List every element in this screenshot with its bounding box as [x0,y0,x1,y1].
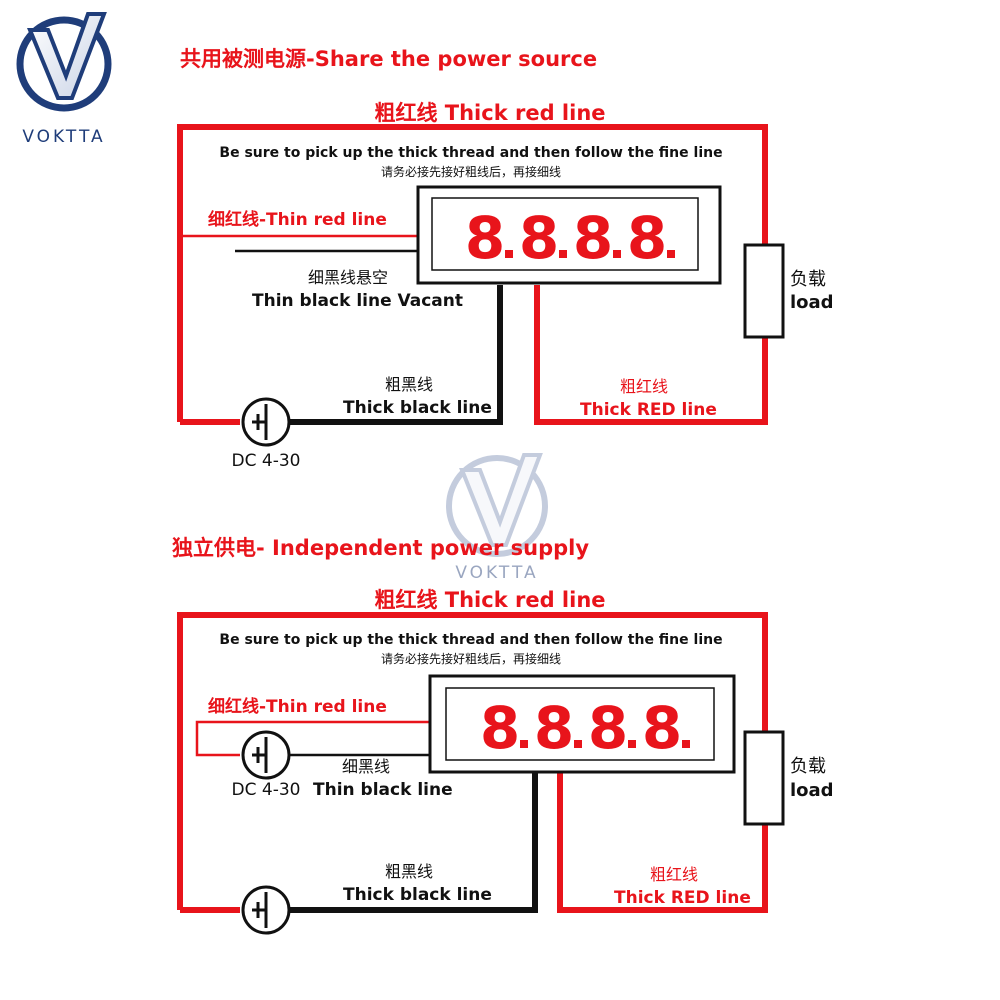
section1-thick-black-cn: 粗黑线 [385,375,433,394]
section2-thick-black-en: Thick black line [343,885,492,905]
section2-thick-black-wire [290,773,538,913]
section1-dc-label: DC 4-30 [232,451,301,471]
section1-title: 共用被测电源-Share the power source [180,47,597,71]
section1-thin-black-cn: 细黑线悬空 [308,268,388,287]
section2-instruction-en: Be sure to pick up the thick thread and … [219,632,722,648]
section2-thin-red-label: 细红线-Thin red line [208,696,387,717]
section1-load-en: load [790,292,834,313]
watermark-brand-name: VOKTTA [455,563,538,583]
section1-thick-black-en: Thick black line [343,398,492,418]
section1-digit-4: 8 [627,204,667,272]
section2-instruction-cn: 请务必接先接好粗线后，再接细线 [381,651,561,666]
voktta-watermark-icon [446,453,548,557]
section2-decimal-point-3 [628,740,636,748]
section1-digit-2: 8 [519,204,559,272]
section2-load-resistor [743,730,785,826]
section1-outer-thick-red-wire [177,124,768,422]
brand-name: VOKTTA [22,127,105,147]
section1-thick-black-wire [290,285,503,425]
section2-digit-4: 8 [642,694,682,762]
section2-thick-red-top-label: 粗红线 Thick red line [374,588,605,612]
section2-decimal-point-2 [574,740,582,748]
section2-dc-source-lower-icon [241,885,291,935]
section2-outer-thick-red-wire [177,612,768,910]
section1-instruction-en: Be sure to pick up the thick thread and … [219,145,722,161]
section1-load-cn: 负载 [790,269,826,290]
section1-digit-1: 8 [465,204,505,272]
section1-digit-3: 8 [573,204,613,272]
section2-load-cn: 负载 [790,756,826,777]
section1-dc-source-icon [241,397,291,447]
section2-dc-label: DC 4-30 [232,780,301,800]
section1-decimal-point-4 [667,250,675,258]
section1-thin-black-en: Thin black line Vacant [252,291,463,311]
section1-thin-red-label: 细红线-Thin red line [208,209,387,230]
section1-decimal-point-1 [505,250,513,258]
section2-thin-black-en: Thin black line [313,780,453,800]
section2-digit-3: 8 [588,694,628,762]
section1-decimal-point-3 [613,250,621,258]
section2-thick-black-cn: 粗黑线 [385,862,433,881]
section2-thick-red-cn: 粗红线 [650,865,698,884]
section2-thin-red-wire [195,720,430,757]
section2-digit-2: 8 [534,694,574,762]
voktta-v-logo-icon [16,12,112,112]
section1-instruction-cn: 请务必接先接好粗线后，再接细线 [381,164,561,179]
section1-thick-red-cn: 粗红线 [620,377,668,396]
section1-decimal-point-2 [559,250,567,258]
section2-decimal-point-4 [682,740,690,748]
section1-thick-red-load-wire [534,285,768,425]
section2-load-en: load [790,780,834,801]
section2-decimal-point-1 [520,740,528,748]
section2-thick-red-en: Thick RED line [614,888,751,908]
section2-thick-red-load-wire [557,773,768,913]
section2-title: 独立供电- Independent power supply [172,536,589,560]
section1-thick-red-en: Thick RED line [580,400,717,420]
section1-load-resistor [743,243,785,339]
section1-thick-red-top-label: 粗红线 Thick red line [374,101,605,125]
section2-dc-source-upper-icon [241,730,291,780]
section2-digit-1: 8 [480,694,520,762]
section2-thin-black-cn: 细黑线 [342,757,390,776]
